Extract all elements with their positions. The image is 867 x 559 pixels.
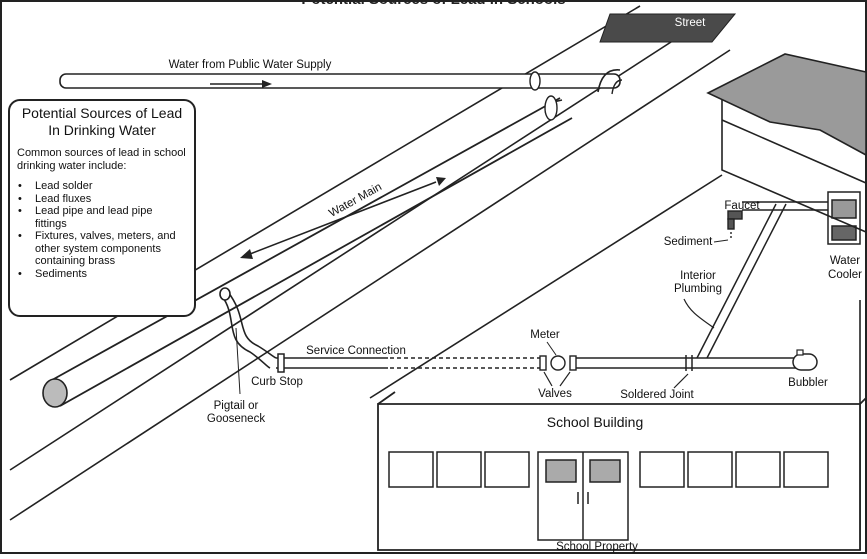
water-main-pipe <box>42 95 573 408</box>
faucet <box>727 210 743 240</box>
water-cooler-label-2: Cooler <box>828 269 862 281</box>
lead-sources-legend: Potential Sources of Lead In Drinking Wa… <box>8 99 196 317</box>
legend-list: Lead solder Lead fluxes Lead pipe and le… <box>17 180 187 280</box>
curb-stop-label: Curb Stop <box>251 376 303 388</box>
sediment-label: Sediment <box>664 236 713 248</box>
sediment-leader <box>713 239 729 243</box>
valves-label: Valves <box>538 388 572 400</box>
meter-leader <box>546 341 557 356</box>
legend-item: Lead solder <box>18 180 187 193</box>
street-label: Street <box>675 17 706 29</box>
school-property-label: School Property <box>556 541 638 553</box>
legend-title: Potential Sources of Lead In Drinking Wa… <box>17 105 187 139</box>
pigtail-label-1: Pigtail or <box>214 400 259 412</box>
pigtail-label-2: Gooseneck <box>207 413 265 425</box>
school-windows <box>388 451 829 488</box>
interior-plumbing-label-1: Interior <box>680 270 716 282</box>
building-supply-pipe <box>576 355 800 371</box>
public-supply-label: Water from Public Water Supply <box>169 59 332 71</box>
school-doors <box>537 451 629 541</box>
street-sign <box>599 13 737 43</box>
legend-intro: Common sources of lead in school drinkin… <box>17 147 186 172</box>
interior-plumbing-pipe <box>696 201 830 359</box>
service-connection-pipe <box>276 353 540 373</box>
faucet-label: Faucet <box>724 200 760 212</box>
interior-plumbing-label-2: Plumbing <box>674 283 722 295</box>
soldered-joint-label: Soldered Joint <box>620 389 694 401</box>
ground-lines <box>9 5 861 550</box>
page-title: Potential Sources of Lead in Schools <box>0 0 867 9</box>
legend-item: Lead fluxes <box>18 193 187 206</box>
bubbler <box>792 349 818 371</box>
gooseneck-pipe <box>219 287 277 369</box>
legend-item: Fixtures, valves, meters, and other syst… <box>18 230 187 268</box>
water-cooler-label-1: Water <box>830 255 860 267</box>
meter-label: Meter <box>530 329 560 341</box>
pigtail-leader <box>235 327 241 395</box>
bubbler-label: Bubbler <box>788 377 828 389</box>
service-connection-label: Service Connection <box>306 345 406 357</box>
school-building-label: School Building <box>547 414 644 430</box>
legend-item: Lead pipe and lead pipe fittings <box>18 205 187 230</box>
interior-plumbing-leader <box>683 298 715 329</box>
legend-title-line-2: In Drinking Water <box>48 122 156 138</box>
school-roof <box>706 53 867 233</box>
public-supply-arrow <box>210 80 272 88</box>
valves-arrows <box>543 371 571 387</box>
soldered-joint-leader <box>673 373 689 389</box>
water-main-arrow <box>240 177 446 259</box>
legend-title-line-1: Potential Sources of Lead <box>21 105 183 121</box>
public-supply-pipe <box>59 69 623 115</box>
meter-assembly <box>539 355 577 371</box>
legend-item: Sediments <box>18 268 187 281</box>
